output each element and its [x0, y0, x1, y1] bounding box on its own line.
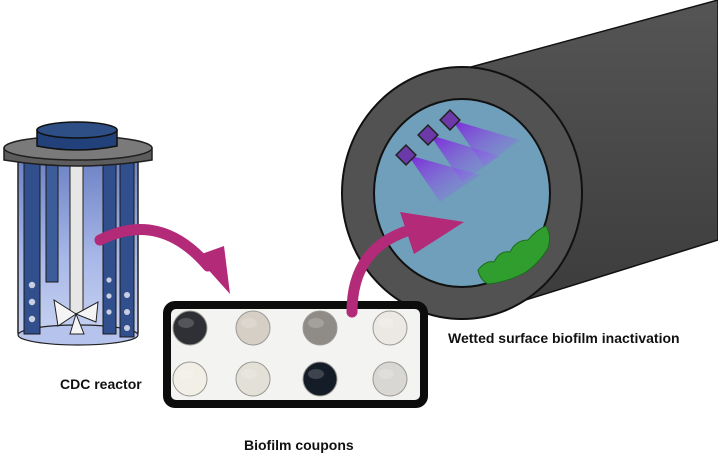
coupon-bottom-4 — [372, 361, 408, 397]
coupon-highlight — [241, 369, 257, 379]
coupon-highlight — [378, 369, 394, 379]
cdc-reactor-label: CDC reactor — [60, 376, 142, 392]
arrow-reactor-to-coupons — [94, 224, 214, 272]
coupon-grid — [172, 310, 408, 397]
uv-lamp-icon — [395, 109, 520, 202]
wetted-surface-label: Wetted surface biofilm inactivation — [448, 330, 680, 346]
coupon-tray-bed — [171, 309, 420, 400]
arrow-coupons-to-pipe — [346, 224, 416, 318]
cdc-reactor-icon — [3, 121, 153, 346]
coupon-tray-icon — [163, 301, 428, 408]
pipe-icon — [341, 0, 718, 320]
coupon-bottom-2 — [235, 361, 271, 397]
coupon-top-1 — [172, 310, 208, 346]
coupon-highlight — [178, 369, 194, 379]
coupon-top-4 — [372, 310, 408, 346]
stir-shaft — [69, 161, 84, 315]
biofilm-coupons-label: Biofilm coupons — [244, 437, 354, 453]
coupon-top-3 — [302, 310, 338, 346]
coupon-highlight — [308, 369, 324, 379]
coupon-highlight — [308, 318, 324, 328]
curved-arrow-icon — [94, 212, 464, 318]
impeller — [53, 298, 99, 335]
coupon-bottom-3 — [302, 361, 338, 397]
biofilm-icon — [477, 225, 551, 285]
coupon-top-2 — [235, 310, 271, 346]
coupon-bottom-1 — [172, 361, 208, 397]
coupon-highlight — [378, 318, 394, 328]
coupon-highlight — [241, 318, 257, 328]
coupon-highlight — [178, 318, 194, 328]
